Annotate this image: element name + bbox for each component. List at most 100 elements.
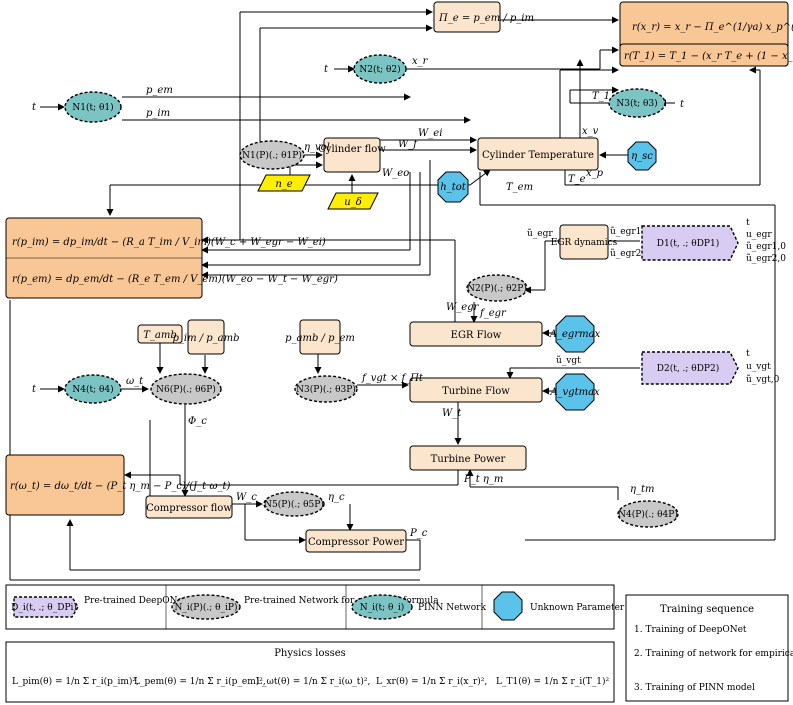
losses-title: Physics losses (274, 648, 346, 659)
turbine-flow-label: Turbine Flow (442, 386, 510, 397)
uegr1-label: ũ_egr1 (610, 226, 641, 237)
wei-label: W_ei (418, 128, 442, 139)
pim-equation-text: r(p_im) = dp_im/dt − (R_a T_im / V_im)(W… (12, 237, 326, 248)
d2-in-t: t (746, 349, 750, 359)
h-tot-label: h_tot (440, 182, 466, 193)
pressure-ratio-block: Π_e = p_em / p_im (433, 1, 534, 33)
phi-c-label: Φ_c (188, 416, 207, 427)
training-sequence-panel: Training sequence 1. Training of DeepONe… (625, 594, 793, 702)
legend-unknown-label: Unknown Parameter (530, 603, 625, 613)
weo-label: W_eo (382, 168, 409, 179)
pem-equation-text: r(p_em) = dp_em/dt − (R_e T_em / V_em)(W… (12, 274, 338, 285)
wt-label: W_t (442, 408, 462, 419)
cylinder-flow-label: Cylinder flow (318, 144, 386, 155)
training-step-2: 2. Training of network for empirical for… (634, 648, 793, 659)
n4-label: N4(t; θ4) (72, 384, 113, 395)
unknown-a-vgtmax: A_vgtmax (549, 373, 600, 411)
turbine-power-block: Turbine Power (409, 445, 527, 471)
pinn-network-3: N3(t; θ3) (608, 88, 666, 118)
egr-flow-label: EGR Flow (451, 330, 502, 341)
n3-label: N3(t; θ3) (616, 98, 657, 109)
residual-equation-text: r(x_r) = x_r − Π_e^(1/γa) x_p^(−1/γa) / … (632, 22, 793, 33)
tem-label: T_em (506, 182, 533, 193)
empirical-network-5: N5(P)(.; θ5P) (263, 491, 325, 517)
empirical-network-2: N2(P)(.; θ2P) (466, 274, 528, 302)
e5-label: N5(P)(.; θ5P) (264, 499, 324, 510)
legend: D_i(t, .; θ_DPi) Pre-trained DeepONet N_… (5, 584, 625, 630)
loss-pem: L_pem(θ) = 1/n Σ r_i(p_em)², (134, 676, 266, 687)
pim-label: p_im (146, 108, 170, 119)
omega-label: ω_t (126, 376, 144, 387)
a-egrmax-label: A_egrmax (549, 329, 601, 340)
egr-dynamics-block: EGR dynamics (551, 224, 618, 260)
legend-deeponet-symbol: D_i(t, .; θ_DPi) (11, 602, 77, 613)
loss-pim: L_pim(θ) = 1/n Σ r_i(p_im)², (12, 676, 139, 687)
xp-label: x_p (586, 168, 604, 179)
deeponet-1: D1(t, .; θDP1) (641, 225, 739, 261)
n1-label: N1(t; θ1) (72, 102, 113, 113)
wc-label: W_c (236, 492, 257, 503)
physics-losses-panel: Physics losses L_pim(θ) = 1/n Σ r_i(p_im… (5, 641, 615, 703)
empirical-network-1: N1(P)(.; θ1P) (239, 140, 305, 170)
e3-label: N3(P)(.; θ3P) (296, 384, 356, 395)
xr-label: x_r (412, 56, 429, 67)
empirical-network-6: N6(P)(.; θ6P) (150, 373, 222, 405)
cylinder-temperature-label: Cylinder Temperature (482, 150, 594, 161)
pressure-ratio-text: Π_e = p_em / p_im (438, 13, 534, 24)
unknown-h-tot: h_tot (437, 171, 469, 203)
cylinder-temperature-block: Cylinder Temperature (477, 137, 599, 171)
t-label-n2: t (324, 64, 329, 75)
intake-pressure-equation-block: r(p_im) = dp_im/dt − (R_a T_im / V_im)(W… (5, 217, 338, 299)
training-step-3: 3. Training of PINN model (634, 683, 755, 693)
compressor-flow-label: Compressor flow (146, 503, 232, 514)
cylinder-flow-block: Cylinder flow (318, 137, 386, 173)
eta-tm-label: η_tm (630, 484, 655, 495)
uvgt-label: ũ_vgt (556, 355, 581, 366)
loss-omega: L_ωt(θ) = 1/n Σ r_i(ω_t)², (256, 676, 370, 687)
e4-label: N4(P)(.; θ4P) (618, 509, 678, 520)
d2-in-uvgt0: ũ_vgt,0 (746, 374, 780, 385)
e2-label: N2(P)(.; θ2P) (467, 283, 527, 294)
legend-pinn-symbol: N_i(t; θ_i) (360, 602, 405, 613)
d1-in-uegr20: ũ_egr2,0 (746, 253, 786, 264)
eta-c-label: η_c (328, 492, 345, 503)
xv-label: x_v (582, 126, 599, 137)
fvgt-label: f_vgt × f_Πt (361, 373, 424, 384)
te-label: T_e (568, 174, 586, 185)
omega-equation-text: r(ω_t) = dω_t/dt − (P_t η_m − P_c)/(J_t … (10, 481, 231, 492)
wegr-label: W_egr (446, 302, 480, 313)
t-label-n1: t (32, 102, 37, 113)
egr-dynamics-label: EGR dynamics (551, 238, 618, 248)
pinn-network-4: N4(t; θ4) (64, 374, 122, 404)
turbine-power-label: Turbine Power (431, 454, 506, 465)
ne-label: n_e (275, 179, 292, 190)
d2-in-uvgt: u_vgt (746, 362, 771, 372)
turbo-speed-equation-block: r(ω_t) = dω_t/dt − (P_t η_m − P_c)/(J_t … (5, 454, 231, 516)
uegr2-label: ũ_egr2 (610, 248, 641, 259)
d1-label: D1(t, .; θDP1) (657, 238, 719, 249)
n2-label: N2(t; θ2) (359, 64, 400, 75)
pt-eta-label: P_t η_m (463, 474, 503, 485)
deeponet-2: D2(t, .; θDP2) (641, 351, 739, 385)
t-label-n3: t (680, 99, 685, 110)
e1-label: N1(P)(.; θ1P) (242, 150, 302, 161)
d1-in-t: t (746, 218, 750, 228)
udelta-label: u_δ (344, 197, 361, 208)
legend-pinn-label: PINN Network (418, 603, 486, 613)
e6-label: N6(P)(.; θ6P) (156, 384, 216, 395)
turbine-flow-block: Turbine Flow (409, 377, 543, 403)
training-title: Training sequence (660, 604, 754, 615)
t1-label: T_1 (592, 91, 610, 102)
training-step-1: 1. Training of DeepONet (634, 625, 747, 635)
temperature-equation-block: r(T_1) = T_1 − (x_r T_e + (1 − x_r) T_im… (619, 43, 793, 67)
fuel-input: u_δ (327, 192, 379, 210)
d1-in-uegr: u_egr (746, 230, 772, 240)
connection-lines (9, 8, 776, 581)
unknown-a-egrmax: A_egrmax (549, 315, 601, 353)
wf-label: W_f (398, 139, 419, 150)
d2-label: D2(t, .; θDP2) (657, 363, 719, 374)
compressor-flow-block: Compressor flow (145, 495, 233, 519)
t-label-n4: t (32, 384, 37, 395)
empirical-network-4: N4(P)(.; θ4P) (617, 500, 679, 528)
